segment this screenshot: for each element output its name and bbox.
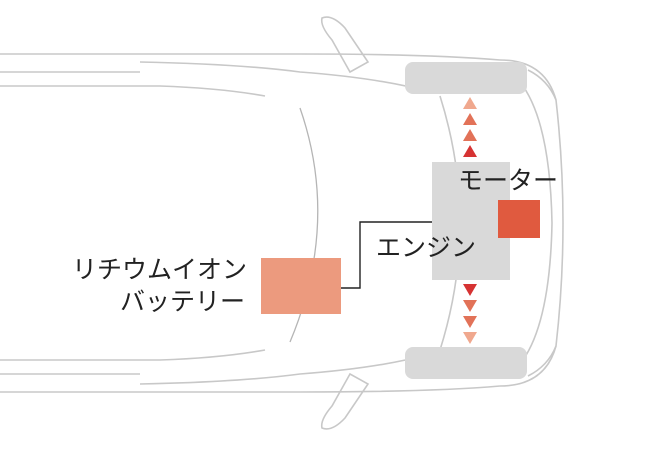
battery-label-line1: リチウムイオン	[72, 255, 248, 284]
triangle-up-icon	[463, 145, 477, 157]
leader-line	[341, 221, 432, 289]
body-bottom-edge	[0, 385, 501, 393]
body-top-edge	[0, 53, 501, 61]
front-nose-inner	[519, 81, 553, 365]
arrows-front	[463, 97, 477, 157]
side-line-bottom-2	[0, 349, 266, 361]
engine-block	[432, 162, 510, 280]
motor-label: モーター	[458, 166, 559, 195]
triangle-up-icon	[463, 129, 477, 141]
motor-block	[498, 200, 540, 238]
triangle-down-icon	[463, 284, 477, 296]
side-line-top-3	[139, 61, 431, 93]
car-body-outline	[0, 16, 564, 430]
mirror-bottom	[320, 372, 370, 430]
mirror-top	[320, 16, 370, 74]
triangle-down-icon	[463, 332, 477, 344]
battery-block	[261, 258, 341, 314]
front-wheel-top	[405, 62, 527, 94]
light-detail-top	[527, 69, 557, 101]
side-line-top-2	[0, 85, 266, 97]
triangle-down-icon	[463, 316, 477, 328]
front-nose	[499, 59, 564, 387]
arrows-rear	[463, 284, 477, 344]
light-detail-bottom	[527, 345, 557, 377]
side-line-bottom-3	[139, 353, 431, 385]
triangle-down-icon	[463, 300, 477, 312]
front-wheel-bottom	[405, 347, 527, 379]
triangle-up-icon	[463, 113, 477, 125]
engine-label: エンジン	[376, 233, 477, 262]
battery-label-line2: バッテリー	[120, 287, 246, 316]
triangle-up-icon	[463, 97, 477, 109]
